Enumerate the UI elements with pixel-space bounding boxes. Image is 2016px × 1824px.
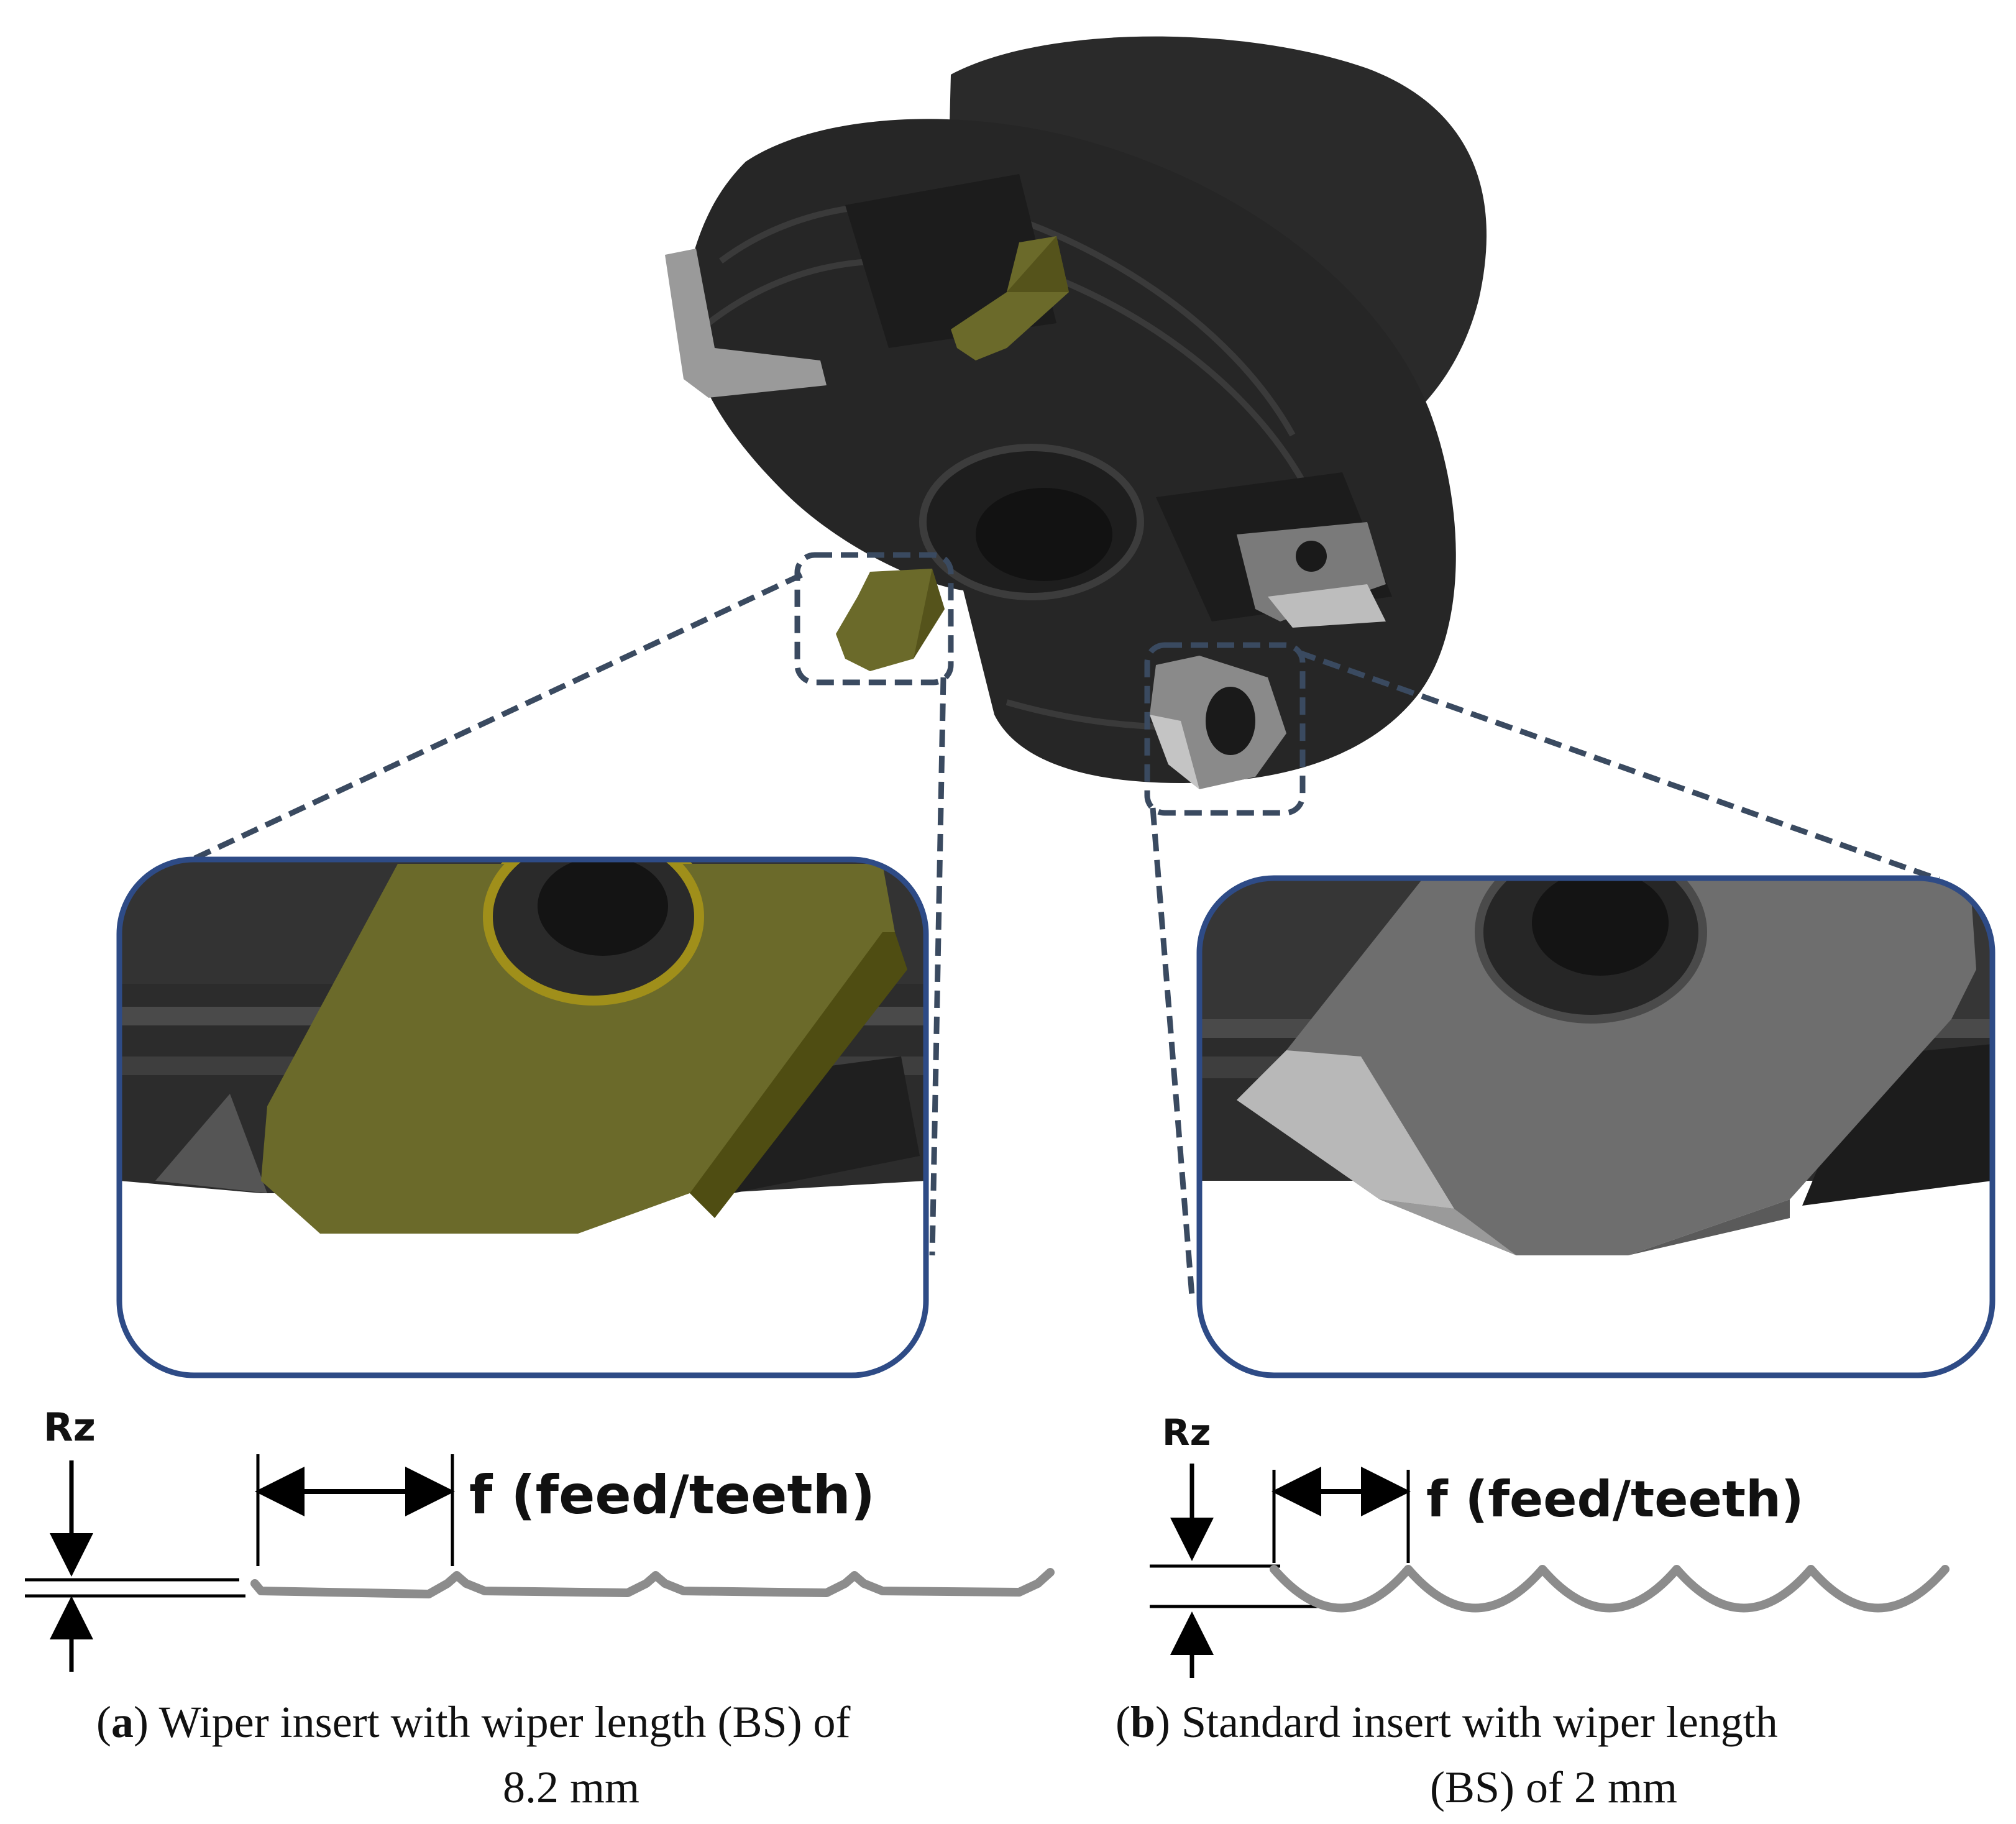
rz-label: Rz xyxy=(44,1405,96,1450)
caption-a: (a) Wiper insert with wiper length (BS) … xyxy=(96,1697,851,1747)
feed-label: f (feed/teeth) xyxy=(1426,1470,1804,1528)
milling-cutter xyxy=(665,36,1487,789)
profile-wiper: Rz f (feed/teeth) (a) Wiper insert with … xyxy=(25,1405,1055,1812)
surface-profile xyxy=(1270,1565,1950,1613)
wiper-insert-lower-edge xyxy=(914,569,945,659)
caption-b: (b) Standard insert with wiper length xyxy=(1116,1697,1778,1747)
insert-screw xyxy=(1206,687,1255,755)
zoom-leader-lines xyxy=(188,572,1940,1296)
cutter-bore xyxy=(976,488,1112,581)
profile-standard: Rz f (feed/teeth) (b) Standard insert wi… xyxy=(1116,1411,1950,1812)
caption-a-line2: 8.2 mm xyxy=(503,1762,639,1812)
feed-label: f (feed/teeth) xyxy=(469,1464,875,1526)
leader-line xyxy=(188,572,803,864)
standard-insert-lower-light xyxy=(1150,715,1199,789)
zoom-panel-frame xyxy=(116,856,929,1378)
zoom-panel-wiper xyxy=(116,856,929,1378)
zoom-box-left xyxy=(794,552,954,685)
wiper-insert-upper-edge xyxy=(1007,236,1069,292)
zoom-box-right xyxy=(1144,642,1306,816)
standard-insert-left xyxy=(665,249,827,398)
insert-screw xyxy=(1296,541,1327,572)
standard-insert-right-upper-light xyxy=(1268,584,1386,628)
zoom-panel-standard xyxy=(1196,875,1995,1378)
zoom-panel-frame xyxy=(1196,875,1995,1378)
rz-label: Rz xyxy=(1162,1411,1211,1454)
surface-profile xyxy=(250,1568,1055,1598)
leader-line xyxy=(1150,807,1195,1296)
leader-line xyxy=(929,677,946,1256)
caption-b-line2: (BS) of 2 mm xyxy=(1430,1762,1677,1812)
leader-line xyxy=(1298,649,1940,882)
